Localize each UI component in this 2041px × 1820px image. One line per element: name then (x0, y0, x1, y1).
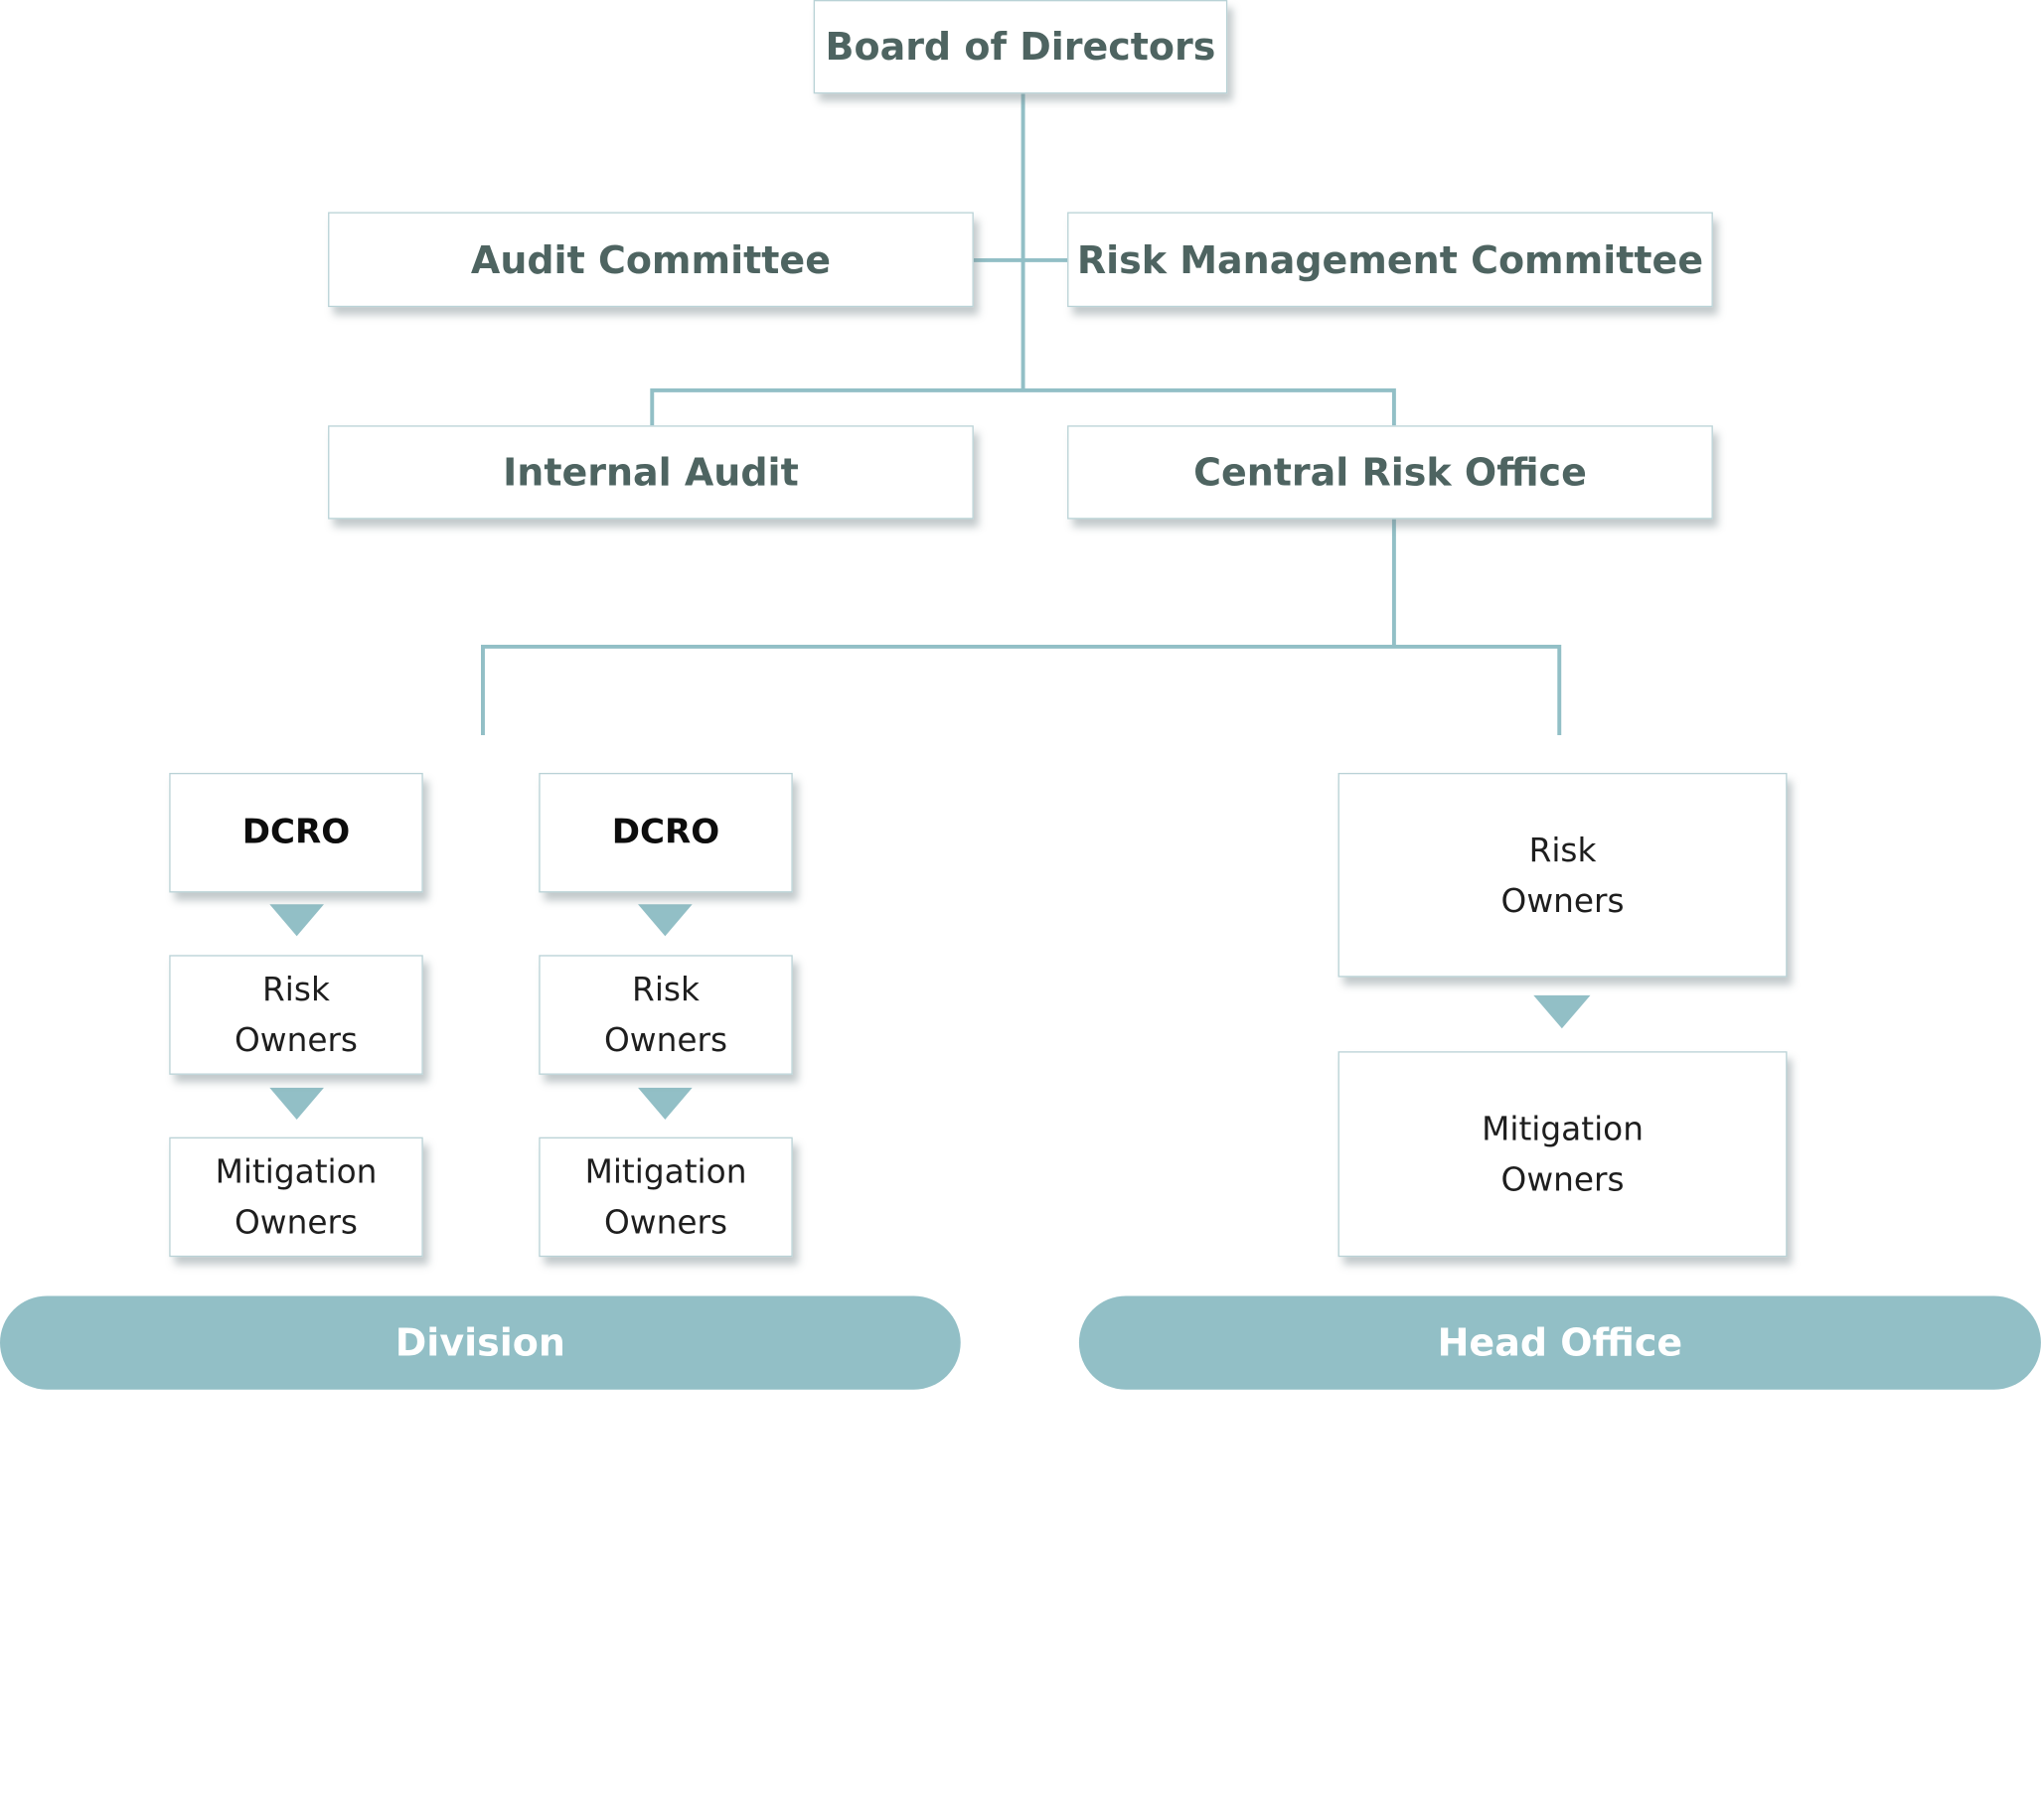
connector-lines (263, 93, 1597, 1124)
division-2-dcro-label: DCRO (611, 813, 720, 852)
central-risk-office-box: Central Risk Office (1067, 425, 1713, 520)
division-2-risk-owners-box: Risk Owners (539, 955, 793, 1075)
head-office-risk-owners-box: Risk Owners (1337, 772, 1788, 978)
division-1-mitigation-owners-box: Mitigation Owners (169, 1137, 423, 1258)
division-2-dcro-box: DCRO (539, 772, 793, 893)
internal-audit-label: Internal Audit (503, 450, 799, 495)
division-1-risk-owners-box: Risk Owners (169, 955, 423, 1075)
audit-committee-box: Audit Committee (328, 212, 974, 308)
central-risk-office-label: Central Risk Office (1193, 450, 1587, 495)
arrow-down-icon (632, 901, 699, 941)
head-office-mitigation-owners-box: Mitigation Owners (1337, 1051, 1788, 1258)
division-2-risk-owners-label: Risk Owners (604, 971, 728, 1060)
audit-committee-label: Audit Committee (470, 237, 831, 282)
board-of-directors-label: Board of Directors (825, 24, 1216, 70)
division-1-dcro-box: DCRO (169, 772, 423, 893)
division-band: Division (0, 1295, 961, 1390)
second-tier-branch (650, 387, 1396, 426)
arrow-down-icon (263, 1085, 330, 1124)
division-band-label: Division (394, 1320, 565, 1365)
risk-management-committee-box: Risk Management Committee (1067, 212, 1713, 308)
division-1-mitigation-owners-label: Mitigation Owners (215, 1152, 378, 1242)
division-2-mitigation-owners-label: Mitigation Owners (584, 1152, 747, 1242)
head-office-mitigation-owners-label: Mitigation Owners (1482, 1110, 1644, 1199)
head-office-band-label: Head Office (1437, 1320, 1683, 1365)
board-of-directors-box: Board of Directors (813, 0, 1228, 94)
head-office-risk-owners-label: Risk Owners (1500, 831, 1625, 920)
arrow-down-icon (263, 901, 330, 941)
division-1-risk-owners-label: Risk Owners (235, 971, 358, 1060)
arrow-down-icon (632, 1085, 699, 1124)
arrow-down-icon (1527, 992, 1597, 1033)
risk-management-committee-label: Risk Management Committee (1076, 237, 1704, 282)
division-1-dcro-label: DCRO (241, 813, 351, 852)
lower-branch (481, 644, 1562, 735)
division-2-mitigation-owners-box: Mitigation Owners (539, 1137, 793, 1258)
head-office-band: Head Office (1078, 1295, 2041, 1390)
internal-audit-box: Internal Audit (328, 425, 974, 520)
